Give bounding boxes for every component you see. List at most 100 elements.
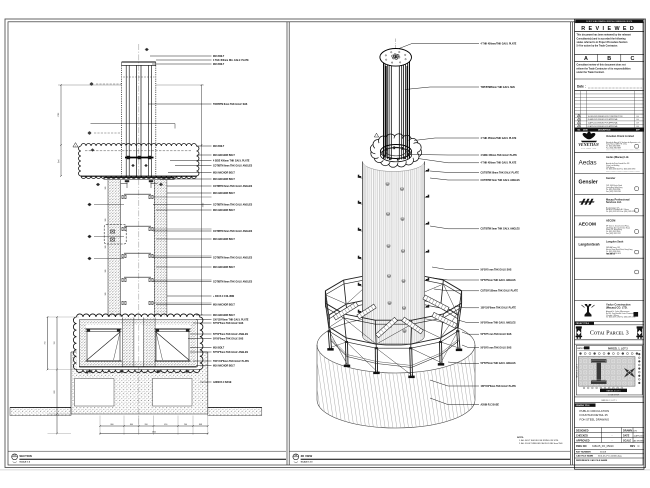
- svg-text:PARCEL 1, LOT 2: PARCEL 1, LOT 2: [608, 347, 628, 350]
- svg-text:315L05_FO_00000.dwg: 315L05_FO_00000.dwg: [598, 456, 622, 458]
- svg-text:844: 844: [130, 424, 133, 426]
- svg-text:COT/BTM 5mm THK GALV. ANGLES: COT/BTM 5mm THK GALV. ANGLES: [481, 179, 521, 182]
- svg-text:M16 ANCHOR BOLT: M16 ANCHOR BOLT: [213, 178, 235, 181]
- svg-text:50*50*5 mm THK GALV. SHS: 50*50*5 mm THK GALV. SHS: [481, 346, 512, 349]
- svg-text:50*50*5mm THK GALV. SHS: 50*50*5mm THK GALV. SHS: [213, 322, 244, 325]
- svg-text:This document has been rev: This document has been reviewed by the r…: [577, 34, 631, 37]
- svg-text:A: A: [584, 56, 588, 62]
- svg-text:LH: LH: [637, 123, 640, 125]
- svg-text:PUBLIC CIRCULATION: PUBLIC CIRCULATION: [580, 409, 610, 413]
- svg-text:14-APR-2015: 14-APR-2015: [634, 434, 644, 437]
- svg-text:COT/50*150mm THK GALV. PLATE: COT/50*150mm THK GALV. PLATE: [481, 290, 519, 293]
- svg-text:3: 3: [578, 115, 579, 117]
- svg-text:No.180, Tong Nam Ah Central Co: No.180, Tong Nam Ah Central Comercio: [606, 312, 634, 315]
- svg-text:500: 500: [105, 187, 107, 190]
- svg-text:38/F AIA Tower, 183: 38/F AIA Tower, 183: [606, 246, 620, 249]
- svg-text:COT/BTM 6mm THK GALV. ANGLES: COT/BTM 6mm THK GALV. ANGLES: [213, 256, 253, 259]
- svg-text:China Law Building: China Law Building: [606, 165, 619, 167]
- svg-text:8/F Tower 2, Grand Central Pla: 8/F Tower 2, Grand Central Plaza,: [606, 224, 630, 227]
- svg-text:FOH STEEL DRAWING: FOH STEEL DRAWING: [580, 417, 610, 421]
- svg-text:PARCEL 1, LOT 1: PARCEL 1, LOT 1: [575, 364, 578, 378]
- svg-text:21/F, 1063 King’s Road: 21/F, 1063 King’s Road: [606, 185, 622, 187]
- svg-text:DRAWN: DRAWN: [623, 429, 632, 432]
- svg-text:4 THK 450mm THK GALV. PLATE: 4 THK 450mm THK GALV. PLATE: [481, 162, 517, 165]
- svg-text:M16 ANCHOR BOLT: M16 ANCHOR BOLT: [213, 303, 235, 306]
- svg-text:Tel: (852) 2830 3500: Tel: (852) 2830 3500: [606, 251, 620, 253]
- svg-text:LH: LH: [637, 119, 640, 121]
- svg-text:4 THK 450mm/THK GALV. PLATE: 4 THK 450mm/THK GALV. PLATE: [481, 42, 517, 45]
- svg-text:M16 ANCHOR BOLT: M16 ANCHOR BOLT: [213, 266, 235, 269]
- svg-text:Taipa, Macau SAR, P.R. China: Taipa, Macau SAR, P.R. China: [606, 143, 627, 146]
- svg-text:AECOM: AECOM: [579, 222, 597, 227]
- svg-text:B: B: [607, 56, 611, 62]
- svg-text:Estrada da Baia de N. Senhora: Estrada da Baia de N. Senhora da Esperan…: [606, 141, 640, 144]
- svg-text:COTAI STRIP: COTAI STRIP: [608, 393, 620, 396]
- svg-text:M16 BOLT: M16 BOLT: [213, 56, 225, 58]
- svg-text:PARCEL 2, LOT 1: PARCEL 2, LOT 1: [601, 399, 616, 402]
- svg-text:Consultants(s) and is accor: Consultants(s) and is accorded the follo…: [577, 37, 627, 40]
- svg-text:TOP/BTM 6mm THK GALV. SHS: TOP/BTM 6mm THK GALV. SHS: [213, 103, 248, 106]
- svg-text:Tel: (853) 2833 1113 Fax: (8: Tel: (853) 2833 1113 Fax: (853) 2833 199…: [606, 169, 635, 171]
- svg-text:TOP/BTM/6mm THK GALV. SHS: TOP/BTM/6mm THK GALV. SHS: [481, 86, 516, 89]
- svg-text:AECOM: AECOM: [606, 220, 615, 223]
- svg-text:50*50*5 mm THK GALV. SHS: 50*50*5 mm THK GALV. SHS: [481, 333, 512, 336]
- svg-text:(Macau) CO. LTD.: (Macau) CO. LTD.: [606, 306, 628, 310]
- svg-text:Macau Professional: Macau Professional: [606, 198, 630, 201]
- svg-text:150: 150: [54, 342, 56, 345]
- svg-text:500: 500: [105, 270, 107, 273]
- svg-text:50*50*5 mm THK GALV. SHS: 50*50*5 mm THK GALV. SHS: [481, 269, 512, 272]
- svg-text:1: 1: [75, 145, 76, 147]
- svg-text:750: 750: [45, 342, 47, 345]
- svg-text:LH: LH: [637, 126, 640, 128]
- svg-text:Tel: (852) 2599 8788: Tel: (852) 2599 8788: [606, 189, 620, 191]
- svg-text:3D VIEW: 3D VIEW: [301, 454, 313, 458]
- svg-text:50*50*5mm THK GALV. ANGLES: 50*50*5mm THK GALV. ANGLES: [481, 322, 516, 325]
- svg-text:-: -: [612, 439, 613, 442]
- svg-text:under the Trade Contract.: under the Trade Contract.: [577, 71, 605, 74]
- svg-text:1. ALL BOLT SHOULD BE FIXING O: 1. ALL BOLT SHOULD BE FIXING ON SITE.: [519, 439, 559, 442]
- svg-text:Edf. ACM 10 andar A,B,C, Macau: Edf. ACM 10 andar A,B,C, Macau: [606, 208, 629, 211]
- svg-text:450: 450: [164, 424, 167, 426]
- svg-text:Fax: (853) 2882 8889: Fax: (853) 2882 8889: [606, 148, 621, 150]
- svg-text:02-APR-2015: 02-APR-2015: [588, 125, 598, 128]
- svg-text:500: 500: [105, 219, 107, 222]
- svg-text:50*50*5mm THK GALV. ANGLES: 50*50*5mm THK GALV. ANGLES: [481, 362, 516, 365]
- svg-text:APPROVED: APPROVED: [576, 439, 590, 442]
- svg-text:Tel: (853) 2875 1782 Fax: (: Tel: (853) 2875 1782 Fax: (853) 2875 178…: [606, 317, 636, 319]
- svg-text:Services Ltd.: Services Ltd.: [606, 201, 622, 204]
- svg-text:315L05_FO_05010: 315L05_FO_05010: [592, 445, 614, 448]
- svg-text:M16 ANCHOR BOLT: M16 ANCHOR BOLT: [213, 238, 235, 241]
- svg-text:DWG NO: DWG NO: [576, 445, 587, 448]
- svg-text:Yadco Construction: Yadco Construction: [606, 303, 631, 307]
- svg-text:A2086 R.C BASE: A2086 R.C BASE: [481, 404, 500, 407]
- svg-text:2: 2: [578, 119, 579, 121]
- svg-text:Tel: (853) 2882 8888: Tel: (853) 2882 8888: [606, 146, 620, 148]
- svg-text:500: 500: [105, 246, 107, 249]
- svg-text:50*50*5mm THK GALV. SHS: 50*50*5mm THK GALV. SHS: [213, 337, 244, 340]
- svg-text:DATE: DATE: [583, 129, 589, 132]
- svg-text:Aedas (Macau) Ltd.: Aedas (Macau) Ltd.: [606, 156, 629, 159]
- svg-text:MACAO · RESORT · HOTEL: MACAO · RESORT · HOTEL: [581, 146, 597, 149]
- svg-text:ISSUED FOR APPROVAL: ISSUED FOR APPROVAL: [598, 122, 618, 125]
- svg-text:M16 BOLT: M16 BOLT: [213, 146, 225, 148]
- svg-text:SCALE: SCALE: [623, 439, 632, 442]
- svg-text:Fax: (852) 3922 9797: Fax: (852) 3922 9797: [606, 233, 621, 235]
- svg-text:COT/BTM 6mm THK GALV. ANGLES: COT/BTM 6mm THK GALV. ANGLES: [213, 203, 253, 206]
- svg-text:Venetian Orient Limited: Venetian Orient Limited: [606, 135, 634, 138]
- svg-text:(typ): (typ): [57, 159, 60, 163]
- svg-text:ISSUED FOR APPROVAL: ISSUED FOR APPROVAL: [598, 125, 618, 128]
- svg-text:Quarry Bay, Hong Kong: Quarry Bay, Hong Kong: [606, 186, 622, 189]
- svg-text:COT/BTM 6mm THK GALV. ANGLES: COT/BTM 6mm THK GALV. ANGLES: [213, 280, 253, 283]
- svg-text:REFERENCE CAD FILE NAME: REFERENCE CAD FILE NAME: [576, 459, 608, 462]
- svg-text:NO.: NO.: [578, 130, 582, 132]
- svg-text:Fax: (852) 2576 0416: Fax: (852) 2576 0416: [606, 253, 621, 255]
- svg-text:Rua de Xangai 175: Rua de Xangai 175: [606, 207, 619, 209]
- svg-text:DO NOT SCALE DRAWING. VERIFY A: DO NOT SCALE DRAWING. VERIFY ALL DIMENSI…: [586, 20, 633, 23]
- svg-text:21/F, Macau: 21/F, Macau: [606, 167, 615, 169]
- svg-text:14-APR-2015: 14-APR-2015: [588, 122, 598, 125]
- svg-text:M16 ANCHOR BOLT: M16 ANCHOR BOLT: [213, 364, 235, 367]
- svg-text:50*50*5mm THK GALV. ANGLES: 50*50*5mm THK GALV. ANGLES: [481, 279, 516, 282]
- svg-text:REV: REV: [630, 445, 635, 448]
- svg-text:500: 500: [105, 293, 107, 296]
- svg-text:SCALE 1:5: SCALE 1:5: [19, 461, 30, 464]
